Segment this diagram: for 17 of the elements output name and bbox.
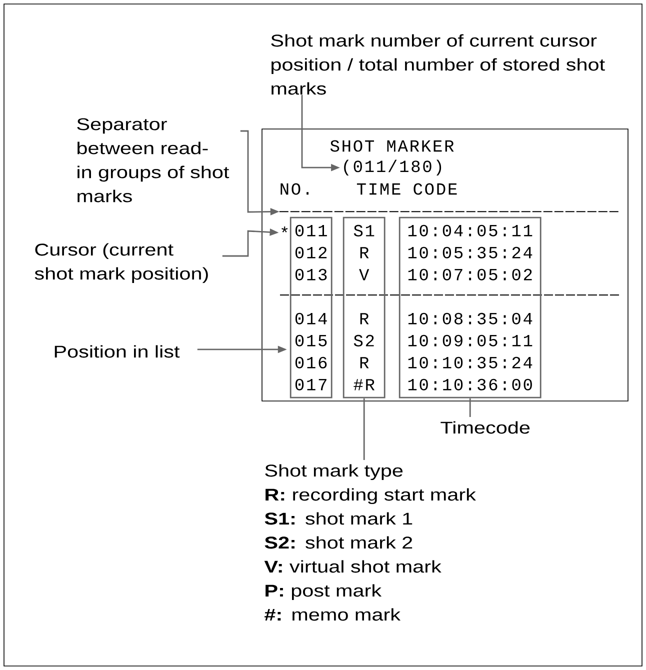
timecode-column: 10:04:05:11 10:05:35:24 10:07:05:02 10:08:35:04 10:09:05:11 10:10:35:24 10:10:36:00 (398, 216, 542, 398)
cursor-mark: * (282, 226, 288, 232)
type-key-text: Shot mark type R: recording start mark S1: shot mark 1 S2: shot mark 2 V: virtual shot mark P: post mark #: memo mark (264, 464, 476, 621)
callout-text: Shot mark number of current cursor position / total number of stored shot marks (271, 34, 605, 95)
type-column: S1 R V R S2 R #R (342, 216, 386, 398)
column-heading: NO. (280, 183, 309, 195)
column-heading: TIME CODE (356, 183, 457, 195)
callout-text: Position in list (54, 345, 180, 358)
separator-line (278, 211, 620, 212)
callout-text: Cursor (current shot mark position) (34, 243, 208, 284)
screen-title: SHOT MARKER (330, 140, 454, 152)
number-column: 011 012 013 014 015 016 017 (290, 216, 332, 398)
leader-line (469, 398, 471, 417)
callout-text: Separator between read-in groups of shot marks (77, 118, 230, 202)
leader-line (363, 398, 365, 460)
count-text: (011/180) (344, 160, 442, 176)
callout-text: Timecode (440, 421, 530, 434)
